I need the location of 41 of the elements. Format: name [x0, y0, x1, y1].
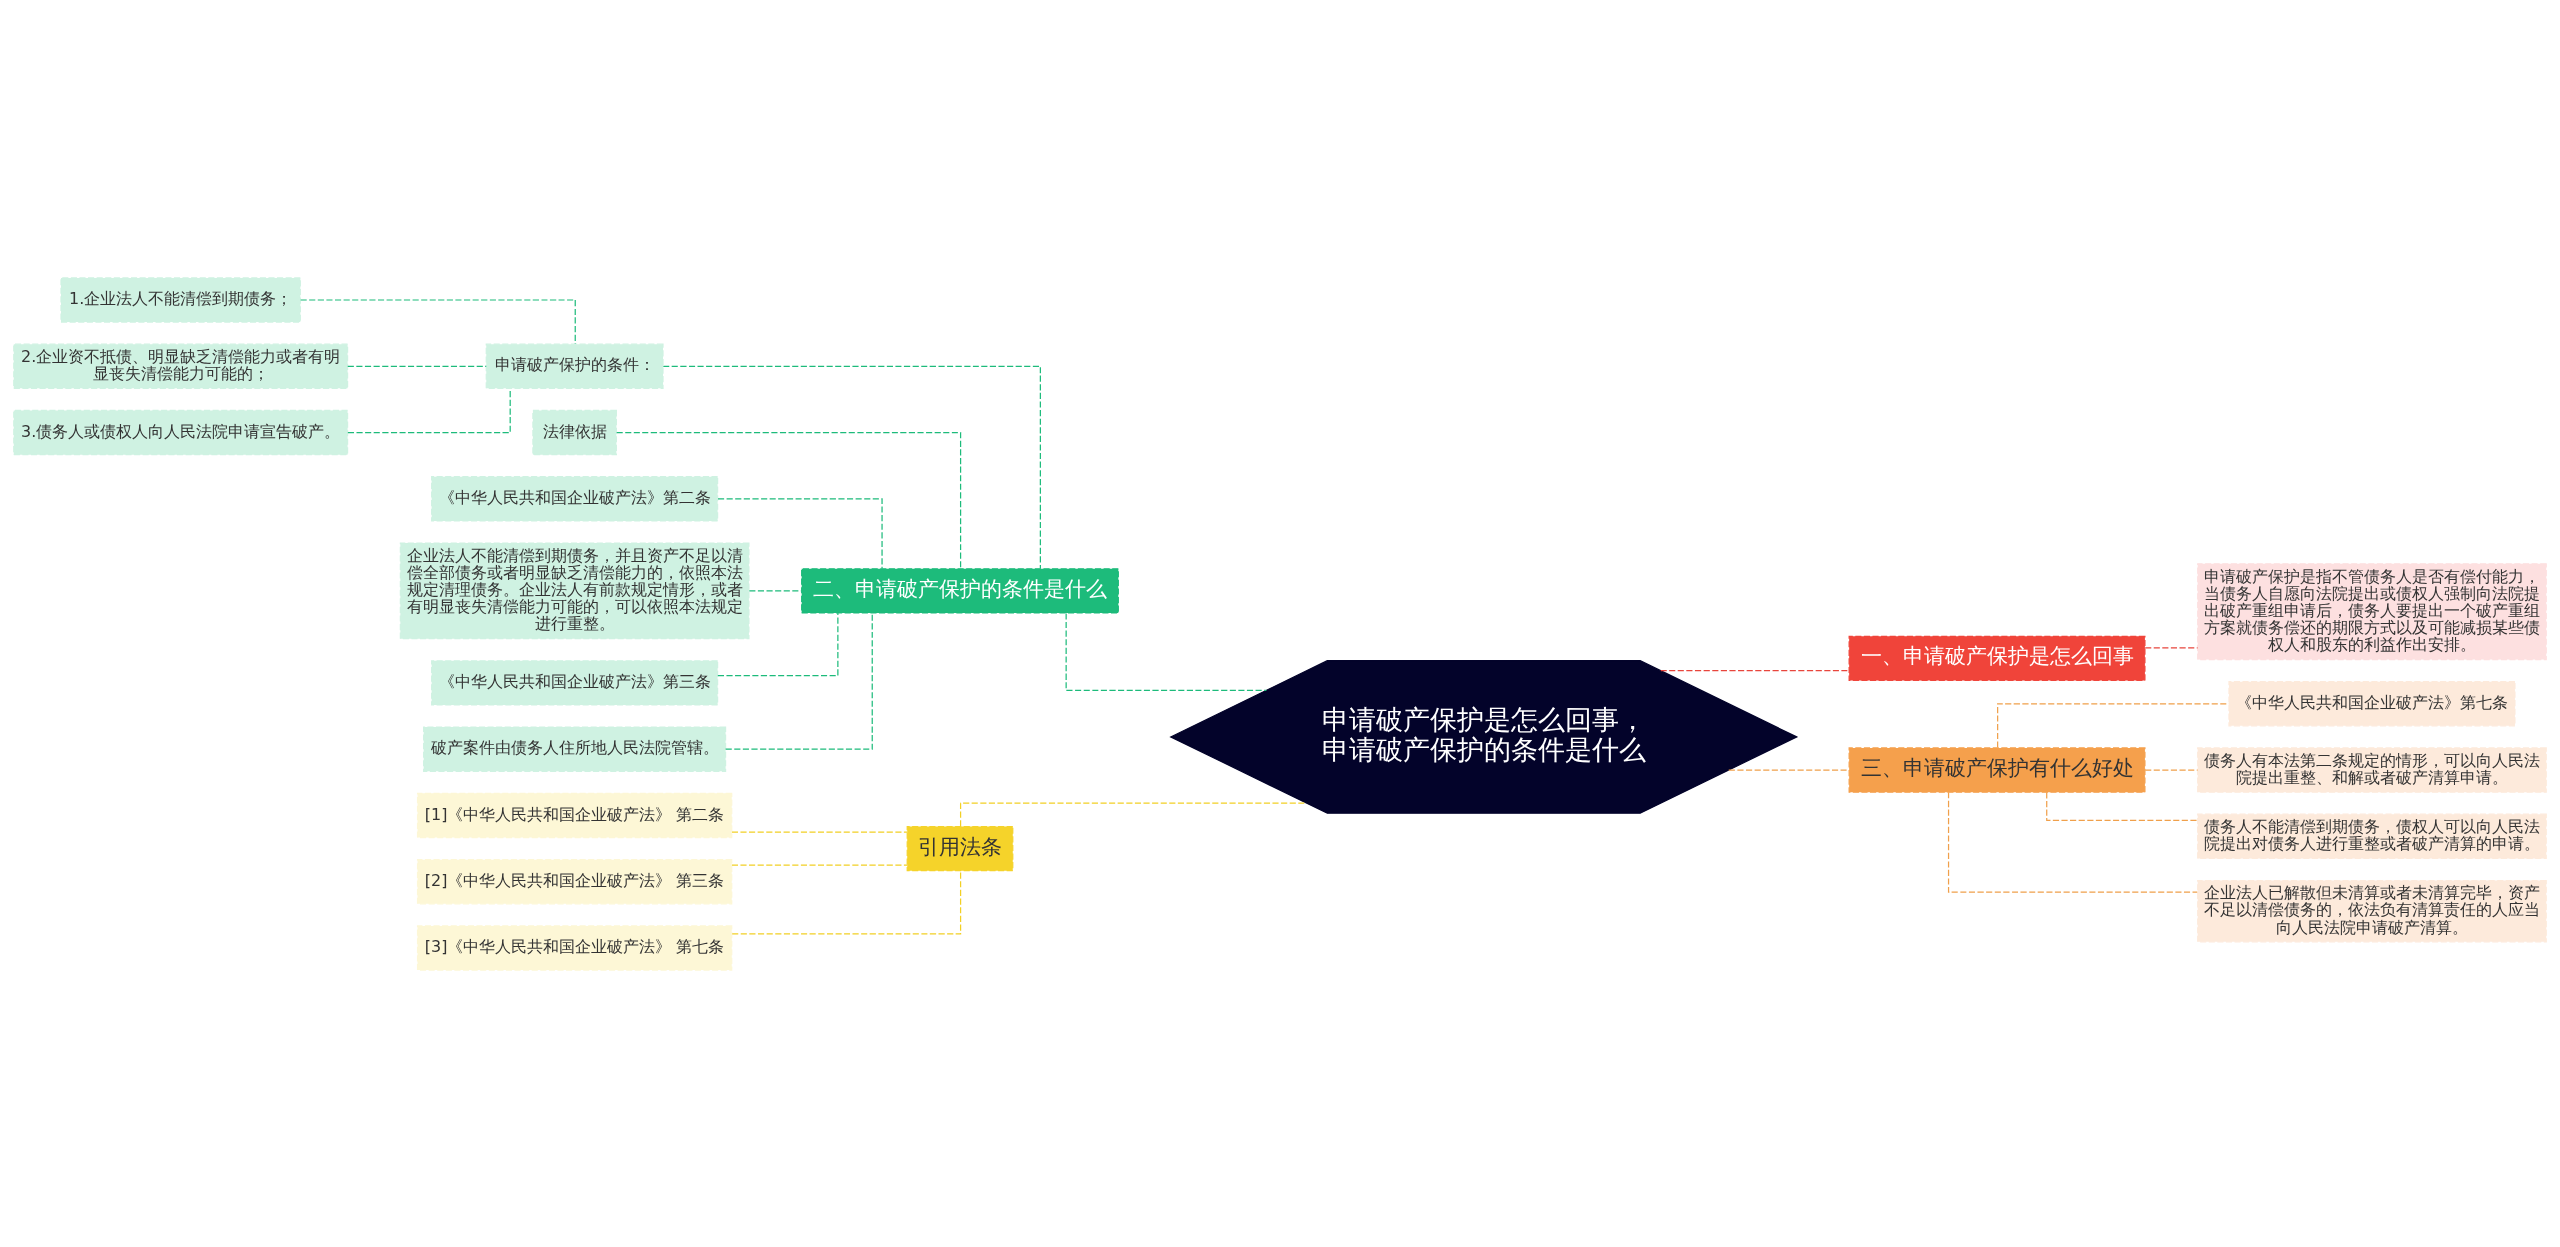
connector [616, 431, 962, 569]
connector [1997, 702, 2230, 748]
connector [1065, 612, 1267, 691]
connector [347, 365, 487, 367]
node-box: 1.企业法人不能清偿到期债务； [60, 276, 301, 323]
connector [960, 802, 1308, 827]
node-box: 《中华人民共和国企业破产法》第七条 [2228, 680, 2516, 726]
node-box: [1]《中华人民共和国企业破产法》 第二条 [416, 792, 733, 838]
connector [731, 869, 962, 934]
connector [1660, 669, 1850, 671]
node-box: 引用法条 [906, 825, 1014, 871]
node-box: [2]《中华人民共和国企业破产法》 第三条 [416, 858, 733, 904]
node-box: 债务人有本法第二条规定的情形，可以向人民法院提出重整、和解或者破产清算申请。 [2197, 746, 2547, 793]
connector [2046, 791, 2199, 821]
node-box: 企业法人已解散但未清算或者未清算完毕，资产不足以清偿债务的，依法负有清算责任的人应当向人民法院申请破产清算。 [2197, 879, 2547, 942]
node-box: 申请破产保护的条件： [485, 343, 664, 389]
connector [725, 612, 873, 750]
node-box: 《中华人民共和国企业破产法》第三条 [431, 659, 719, 706]
node-box: 二、申请破产保护的条件是什么 [801, 567, 1119, 614]
connector [662, 365, 1041, 569]
connector [2144, 768, 2199, 771]
node-box: 一、申请破产保护是怎么回事 [1848, 635, 2146, 681]
connector [1728, 768, 1850, 771]
node-box: 债务人不能清偿到期债务，债权人可以向人民法院提出对债务人进行重整或者破产清算的申请。 [2197, 813, 2547, 859]
node-box: 法律依据 [532, 409, 617, 455]
node-box: 企业法人不能清偿到期债务，并且资产不足以清偿全部债务或者明显缺乏清偿能力的，依照本法规定清理债务。企业法人有前款规定情形，或者有明显丧失清偿能力可能的，可以依照本法规定进行重整。 [399, 541, 750, 639]
connector [300, 298, 576, 344]
node-box: 2.企业资不抵债、明显缺乏清偿能力或者有明显丧失清偿能力可能的； [13, 343, 349, 389]
node-box: 三、申请破产保护有什么好处 [1848, 746, 2146, 793]
connector [731, 864, 908, 866]
node-box: [3]《中华人民共和国企业破产法》 第七条 [416, 924, 733, 971]
node-box: 破产案件由债务人住所地人民法院管辖。 [423, 725, 727, 772]
connector [717, 612, 839, 676]
connector [717, 497, 883, 569]
node-box: 《中华人民共和国企业破产法》第二条 [431, 475, 719, 522]
connector [2144, 646, 2199, 649]
connector [1947, 791, 2198, 893]
node-box: 申请破产保护是指不管债务人是否有偿付能力，当债务人自愿向法院提出或债权人强制向法院提出破产重组申请后，债务人要提出一个破产重组方案就债务偿还的期限方式以及可能减损某些债权人和股东的利益作出安排。 [2197, 562, 2547, 660]
node-box: 3.债务人或债权人向人民法院申请宣告破产。 [13, 409, 349, 455]
connector [748, 589, 802, 591]
connector [731, 830, 908, 833]
